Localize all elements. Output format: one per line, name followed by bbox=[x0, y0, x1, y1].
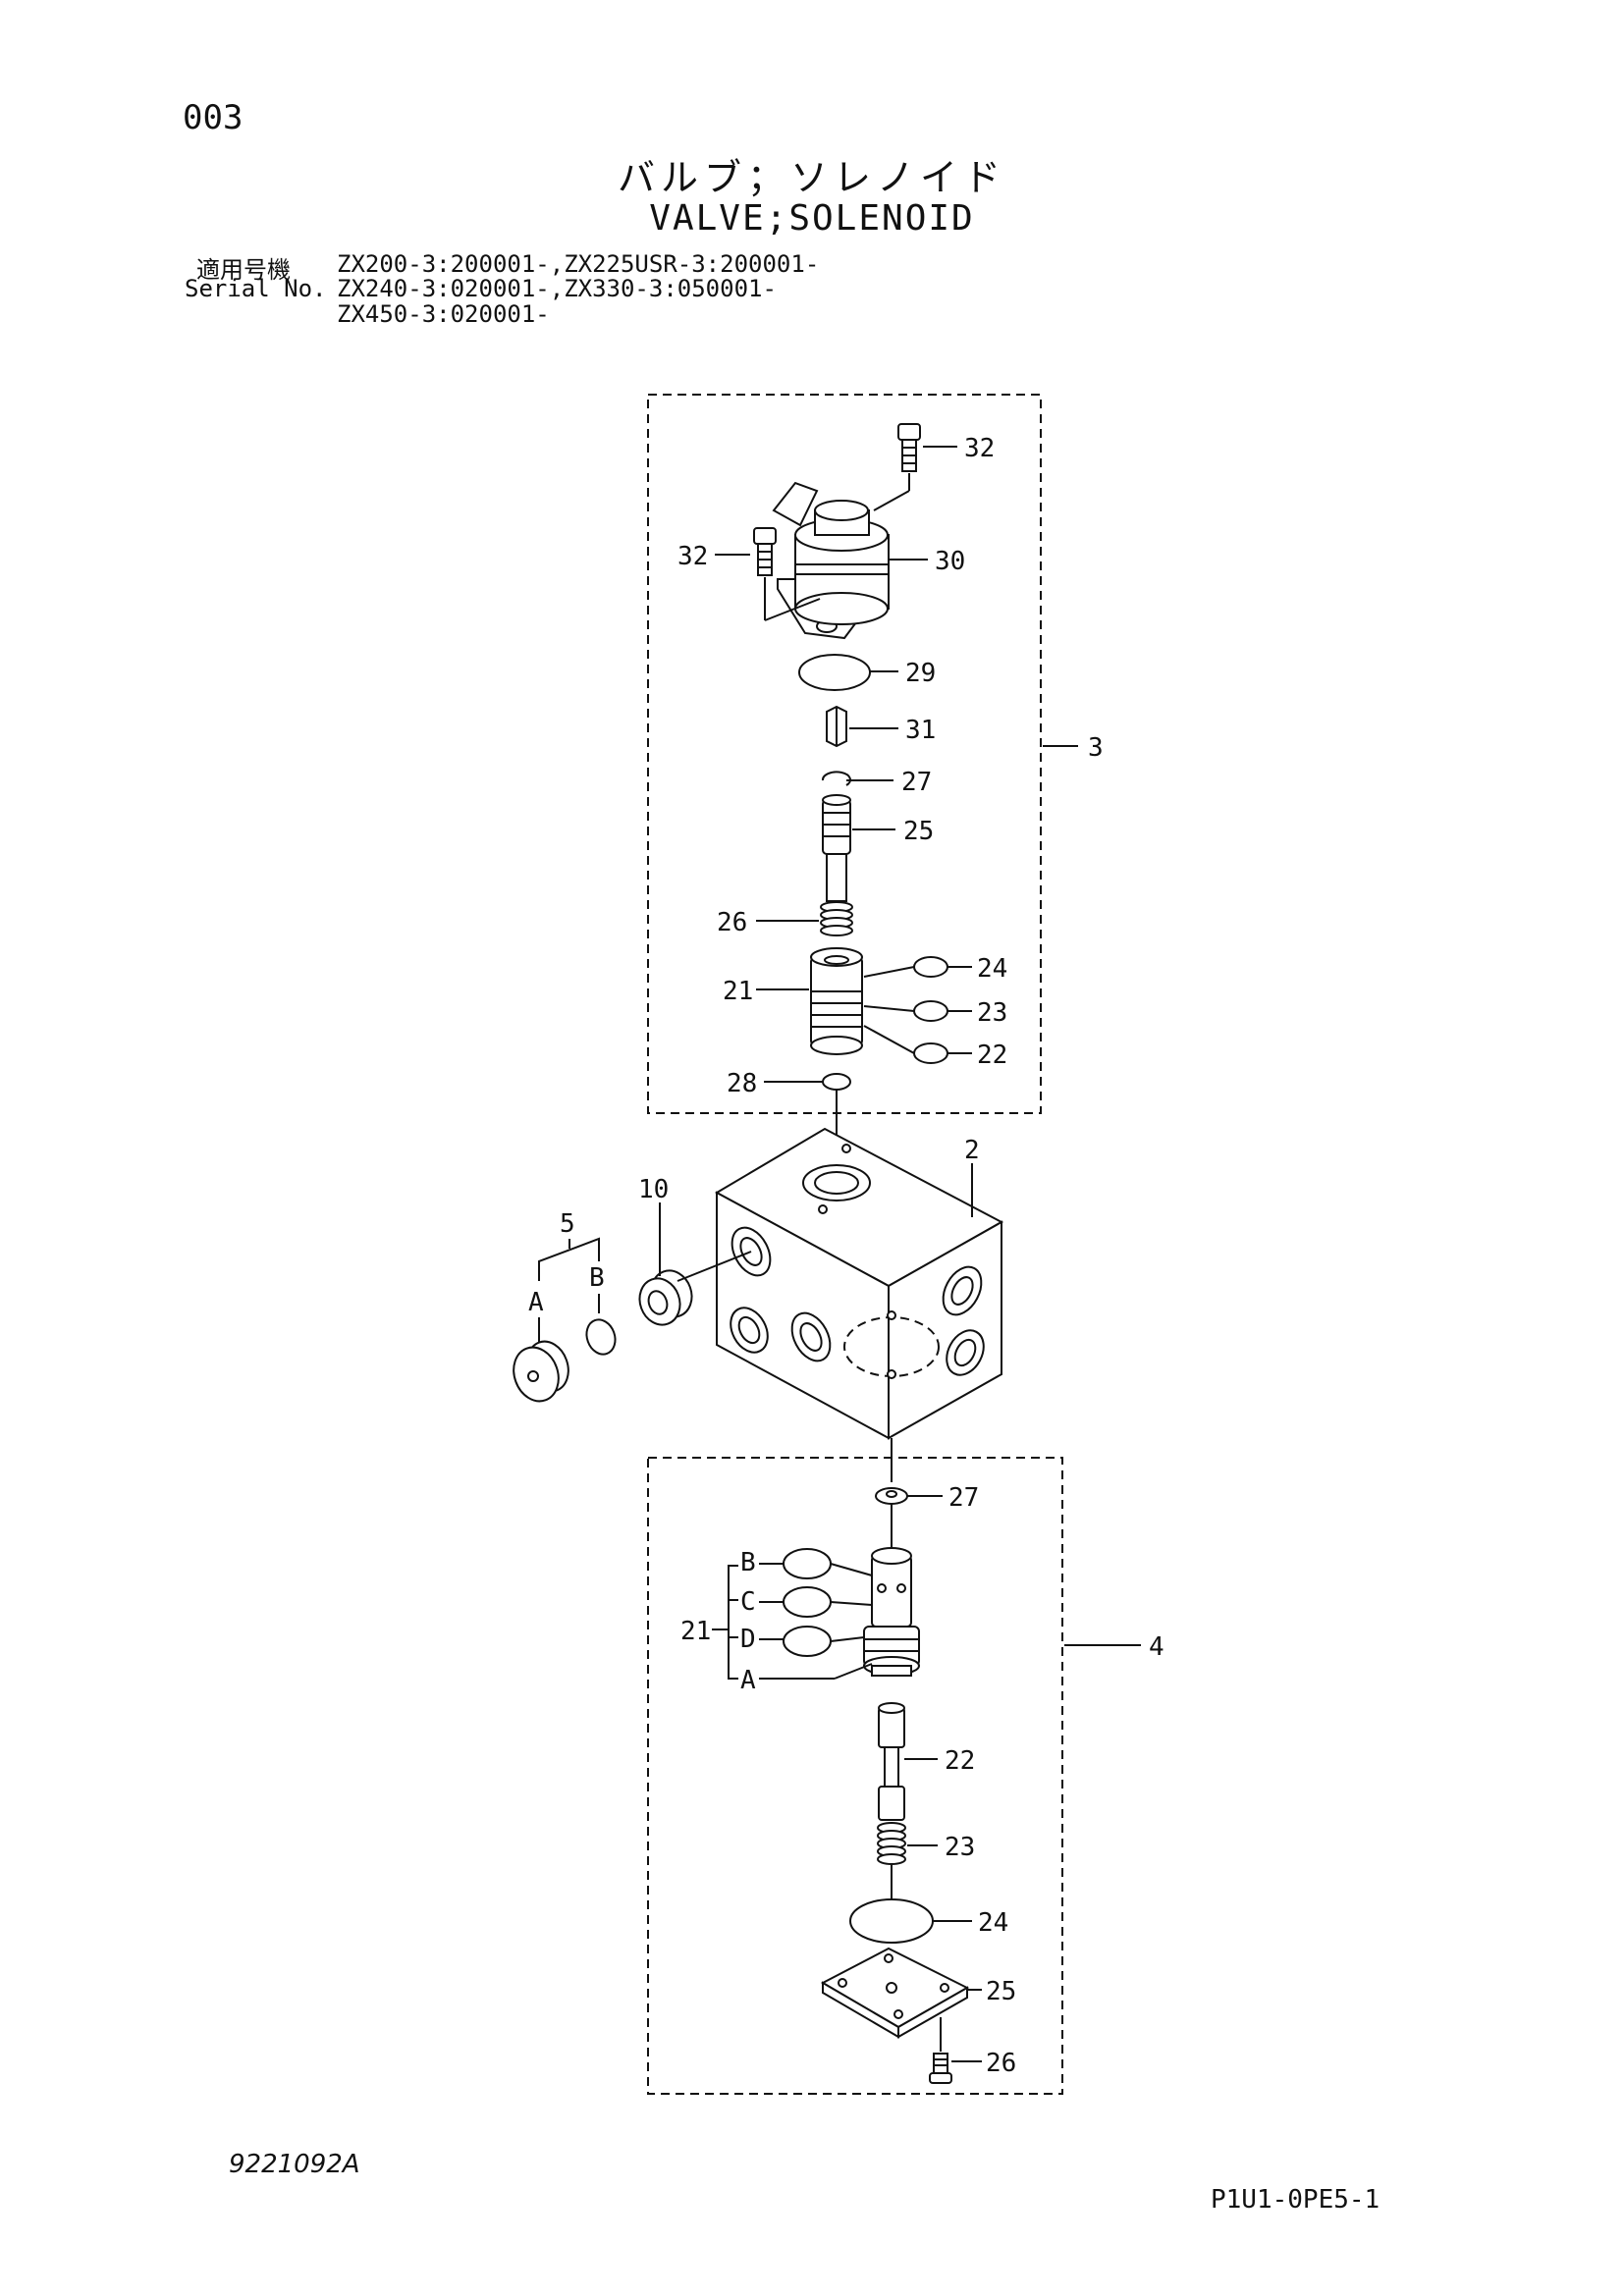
callout-21-sub-c: C bbox=[740, 1587, 756, 1617]
callout-26-upper: 26 bbox=[717, 908, 747, 937]
callout-21-upper: 21 bbox=[723, 977, 753, 1006]
spring-23-lower bbox=[877, 1822, 906, 1865]
page-code: P1U1-0PE5-1 bbox=[1211, 2185, 1380, 2215]
callout-29: 29 bbox=[905, 659, 936, 688]
bracket-21 bbox=[728, 1565, 738, 1680]
o-ring-28 bbox=[822, 1073, 851, 1091]
spool-25 bbox=[822, 794, 851, 902]
callout-2: 2 bbox=[964, 1136, 980, 1165]
callout-32-lower: 32 bbox=[677, 542, 708, 571]
callout-25-lower: 25 bbox=[986, 1977, 1016, 2006]
bolt-32-upper bbox=[897, 423, 921, 472]
spring-26 bbox=[820, 901, 853, 936]
assembly-4-boundary bbox=[647, 1457, 1063, 2095]
sleeve-21-lower bbox=[863, 1547, 920, 1677]
callout-4: 4 bbox=[1149, 1632, 1164, 1662]
callout-27-upper: 27 bbox=[901, 768, 932, 797]
callout-23-upper: 23 bbox=[977, 998, 1007, 1028]
serial-line-2: ZX240-3:020001-,ZX330-3:050001- bbox=[337, 275, 777, 302]
callout-3: 3 bbox=[1088, 733, 1104, 763]
plug-5a bbox=[513, 1340, 569, 1403]
title-english: VALVE;SOLENOID bbox=[649, 198, 975, 239]
spool-22-lower bbox=[878, 1702, 905, 1821]
callout-32-upper: 32 bbox=[964, 434, 995, 463]
title-japanese: バルブ；ソレノイド bbox=[617, 156, 1006, 199]
washer-27-lower bbox=[875, 1487, 908, 1505]
o-ring-5b bbox=[585, 1318, 617, 1356]
o-ring-23-upper bbox=[913, 1000, 948, 1022]
assembly-3-boundary bbox=[647, 394, 1042, 1114]
o-ring-22-upper bbox=[913, 1042, 948, 1064]
diaphragm-24-lower bbox=[849, 1898, 934, 1944]
cover-25-lower bbox=[820, 1947, 970, 2039]
callout-5: 5 bbox=[560, 1209, 575, 1239]
callout-5-sub-a: A bbox=[528, 1288, 544, 1317]
callout-21-sub-b: B bbox=[740, 1548, 756, 1577]
figure-number: 9221092A bbox=[229, 2150, 360, 2179]
callout-31: 31 bbox=[905, 716, 936, 745]
serial-line-1: ZX200-3:200001-,ZX225USR-3:200001- bbox=[337, 250, 820, 278]
callout-27-lower: 27 bbox=[948, 1483, 979, 1513]
callout-21-sub-d: D bbox=[740, 1625, 756, 1654]
callout-30: 30 bbox=[935, 547, 965, 576]
page-number: 003 bbox=[183, 98, 244, 137]
callout-24-lower: 24 bbox=[978, 1908, 1008, 1938]
o-ring-21d bbox=[783, 1626, 832, 1657]
callout-5-sub-b: B bbox=[589, 1263, 605, 1293]
callout-22-upper: 22 bbox=[977, 1041, 1007, 1070]
callout-10: 10 bbox=[638, 1175, 669, 1204]
callout-23-lower: 23 bbox=[945, 1833, 975, 1862]
callout-21-sub-a: A bbox=[740, 1666, 756, 1695]
o-ring-24-upper bbox=[913, 956, 948, 978]
sleeve-21 bbox=[810, 947, 863, 1055]
bracket-5 bbox=[538, 1237, 600, 1281]
o-ring-21c bbox=[783, 1586, 832, 1618]
callout-28: 28 bbox=[727, 1069, 757, 1098]
snap-ring-27-upper bbox=[821, 771, 851, 786]
solenoid-coil-30 bbox=[772, 481, 890, 640]
o-ring-29 bbox=[798, 654, 871, 691]
bolt-32-lower bbox=[753, 527, 777, 576]
pin-31 bbox=[826, 705, 847, 748]
callout-25-upper: 25 bbox=[903, 817, 934, 846]
callout-26-lower: 26 bbox=[986, 2049, 1016, 2078]
bolt-26-lower bbox=[929, 2053, 952, 2084]
plug-10 bbox=[638, 1269, 693, 1326]
serial-label-english: Serial No. bbox=[185, 275, 327, 302]
callout-24-upper: 24 bbox=[977, 954, 1007, 984]
serial-line-3: ZX450-3:020001- bbox=[337, 300, 550, 328]
callout-22-lower: 22 bbox=[945, 1746, 975, 1776]
o-ring-21b bbox=[783, 1548, 832, 1579]
serial-label-japanese: 適用号機 bbox=[196, 256, 291, 284]
valve-body-2 bbox=[714, 1127, 1004, 1440]
callout-21-lower: 21 bbox=[680, 1617, 711, 1646]
